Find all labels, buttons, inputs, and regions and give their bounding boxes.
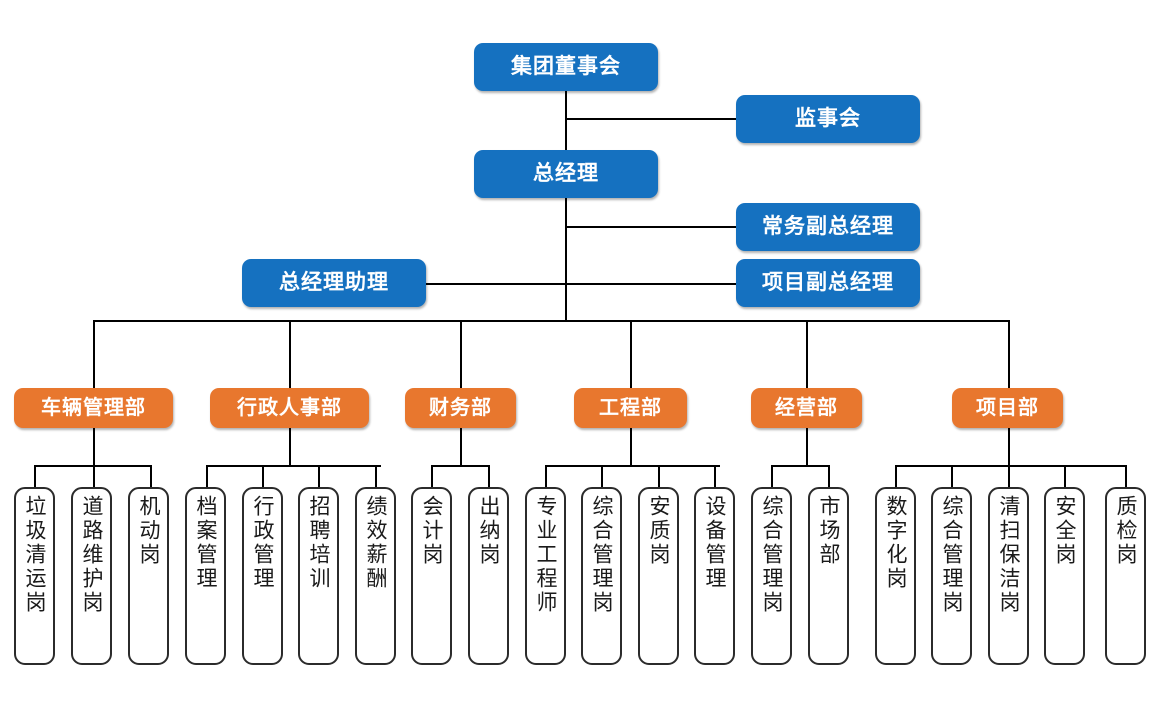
node-board[interactable]: 集团董事会 [474, 43, 658, 91]
connector-gm-spine-to-supervisory [565, 118, 736, 120]
node-post-recruit-training[interactable]: 招聘培训 [298, 487, 339, 665]
post-drop-general-mgmt-eng [601, 465, 603, 487]
post-drop-recruit-training [318, 465, 320, 487]
node-post-accounting[interactable]: 会计岗 [411, 487, 452, 665]
post-drop-road-maintenance [93, 465, 95, 487]
connector-board-to-gm [565, 91, 567, 150]
post-drop-archive-mgmt [206, 465, 208, 487]
node-dept-vehicle[interactable]: 车辆管理部 [14, 388, 173, 428]
post-stem-vehicle [93, 427, 95, 465]
node-dept-engineering[interactable]: 工程部 [574, 388, 687, 428]
node-post-archive-mgmt[interactable]: 档案管理 [185, 487, 226, 665]
dept-stub-vehicle [93, 320, 95, 388]
node-dept-operations[interactable]: 经营部 [751, 388, 862, 428]
post-drop-general-mgmt-ops [771, 465, 773, 487]
node-dept-finance[interactable]: 财务部 [405, 388, 516, 428]
post-stem-project [1008, 427, 1010, 465]
department-bus [93, 320, 1010, 323]
node-post-general-mgmt-proj[interactable]: 综合管理岗 [931, 487, 972, 665]
dept-stub-operations [806, 320, 808, 388]
post-bus-finance [431, 465, 489, 467]
post-drop-equipment-mgmt [714, 465, 716, 487]
post-stem-admin-hr [289, 427, 291, 465]
node-post-safety-post[interactable]: 安全岗 [1044, 487, 1085, 665]
node-post-road-maintenance[interactable]: 道路维护岗 [71, 487, 112, 665]
node-post-admin-mgmt[interactable]: 行政管理 [242, 487, 283, 665]
node-post-safety-quality[interactable]: 安质岗 [638, 487, 679, 665]
connector-gm-to-project-deputy [565, 283, 736, 285]
node-project-deputy-gm[interactable]: 项目副总经理 [736, 259, 920, 307]
post-bus-vehicle [34, 465, 151, 467]
post-drop-professional-engineer [545, 465, 547, 487]
node-post-general-mgmt-ops[interactable]: 综合管理岗 [751, 487, 792, 665]
dept-stub-project [1008, 320, 1010, 388]
post-drop-cleaning [1008, 465, 1010, 487]
post-drop-safety-post [1064, 465, 1066, 487]
post-drop-performance-pay [375, 465, 377, 487]
post-drop-digitalization [895, 465, 897, 487]
node-exec-deputy-gm[interactable]: 常务副总经理 [736, 203, 920, 251]
connector-gm-to-dept-bus [565, 198, 567, 321]
post-bus-admin-hr [206, 465, 381, 467]
node-supervisory[interactable]: 监事会 [736, 95, 920, 143]
node-post-equipment-mgmt[interactable]: 设备管理 [694, 487, 735, 665]
post-stem-operations [806, 427, 808, 465]
post-drop-mobile-post [150, 465, 152, 487]
node-post-general-mgmt-eng[interactable]: 综合管理岗 [581, 487, 622, 665]
node-post-waste-transport[interactable]: 垃圾清运岗 [14, 487, 55, 665]
post-bus-engineering [545, 465, 720, 467]
post-drop-accounting [431, 465, 433, 487]
post-stem-engineering [630, 427, 632, 465]
node-post-mobile-post[interactable]: 机动岗 [128, 487, 169, 665]
dept-stub-engineering [630, 320, 632, 388]
node-gm-assistant[interactable]: 总经理助理 [242, 259, 426, 307]
node-general-manager[interactable]: 总经理 [474, 150, 658, 198]
node-post-digitalization[interactable]: 数字化岗 [875, 487, 916, 665]
connector-gm-to-exec-deputy [565, 226, 736, 228]
dept-stub-finance [460, 320, 462, 388]
post-drop-admin-mgmt [262, 465, 264, 487]
connector-gm-to-assistant [425, 283, 566, 285]
node-dept-admin-hr[interactable]: 行政人事部 [210, 388, 369, 428]
node-post-cashier[interactable]: 出纳岗 [468, 487, 509, 665]
post-stem-finance [460, 427, 462, 465]
post-drop-safety-quality [658, 465, 660, 487]
post-drop-quality-inspection [1125, 465, 1127, 487]
node-post-cleaning[interactable]: 清扫保洁岗 [988, 487, 1029, 665]
node-dept-project[interactable]: 项目部 [952, 388, 1063, 428]
node-post-professional-engineer[interactable]: 专业工程师 [525, 487, 566, 665]
post-drop-waste-transport [34, 465, 36, 487]
post-drop-cashier [488, 465, 490, 487]
post-drop-market-dept [828, 465, 830, 487]
node-post-quality-inspection[interactable]: 质检岗 [1105, 487, 1146, 665]
post-bus-project [895, 465, 1126, 467]
post-drop-general-mgmt-proj [951, 465, 953, 487]
dept-stub-admin-hr [289, 320, 291, 388]
node-post-performance-pay[interactable]: 绩效薪酬 [355, 487, 396, 665]
post-bus-operations [771, 465, 829, 467]
node-post-market-dept[interactable]: 市场部 [808, 487, 849, 665]
